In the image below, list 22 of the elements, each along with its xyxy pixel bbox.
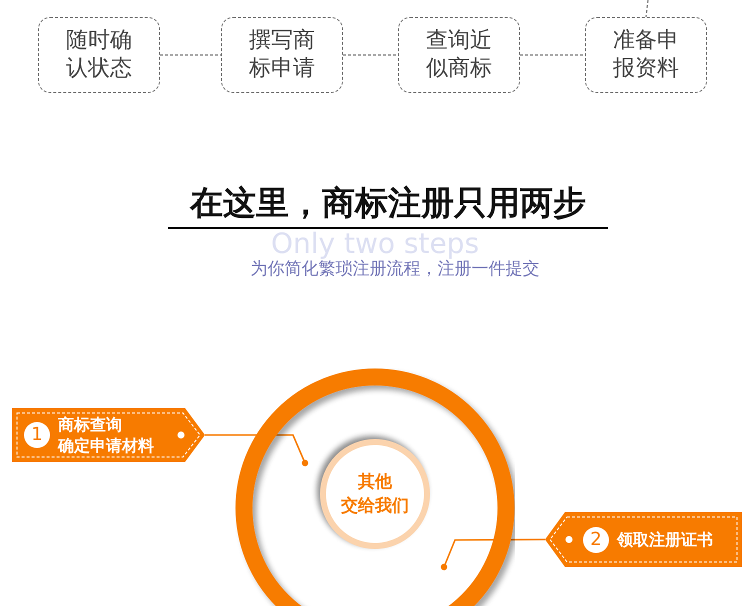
step-tag <box>12 408 205 462</box>
step-text: 商标查询确定申请材料 <box>58 414 154 456</box>
leader-line <box>205 434 308 466</box>
step-tag <box>545 512 742 567</box>
connector-line <box>160 54 221 56</box>
step-box <box>585 17 707 93</box>
leader-line <box>440 538 545 570</box>
heading: 在这里，商标注册只用两步 <box>188 182 587 224</box>
step-text: 领取注册证书 <box>617 529 713 550</box>
connector-line <box>520 54 585 56</box>
step-text: 准备申报资料 <box>613 27 679 83</box>
step-box <box>221 17 343 93</box>
connector-line <box>645 0 649 18</box>
subtitle: 为你简化繁琐注册流程，注册一件提交 <box>250 259 540 281</box>
ring-drawing <box>235 368 515 606</box>
step-text: 随时确认状态 <box>66 27 132 83</box>
center-text: 其他交给我们 <box>341 471 409 518</box>
step-box <box>398 17 520 93</box>
connector-line <box>343 54 398 56</box>
step-box <box>38 17 160 93</box>
step-text: 查询近似商标 <box>426 27 492 83</box>
step-text: 撰写商标申请 <box>249 27 315 83</box>
